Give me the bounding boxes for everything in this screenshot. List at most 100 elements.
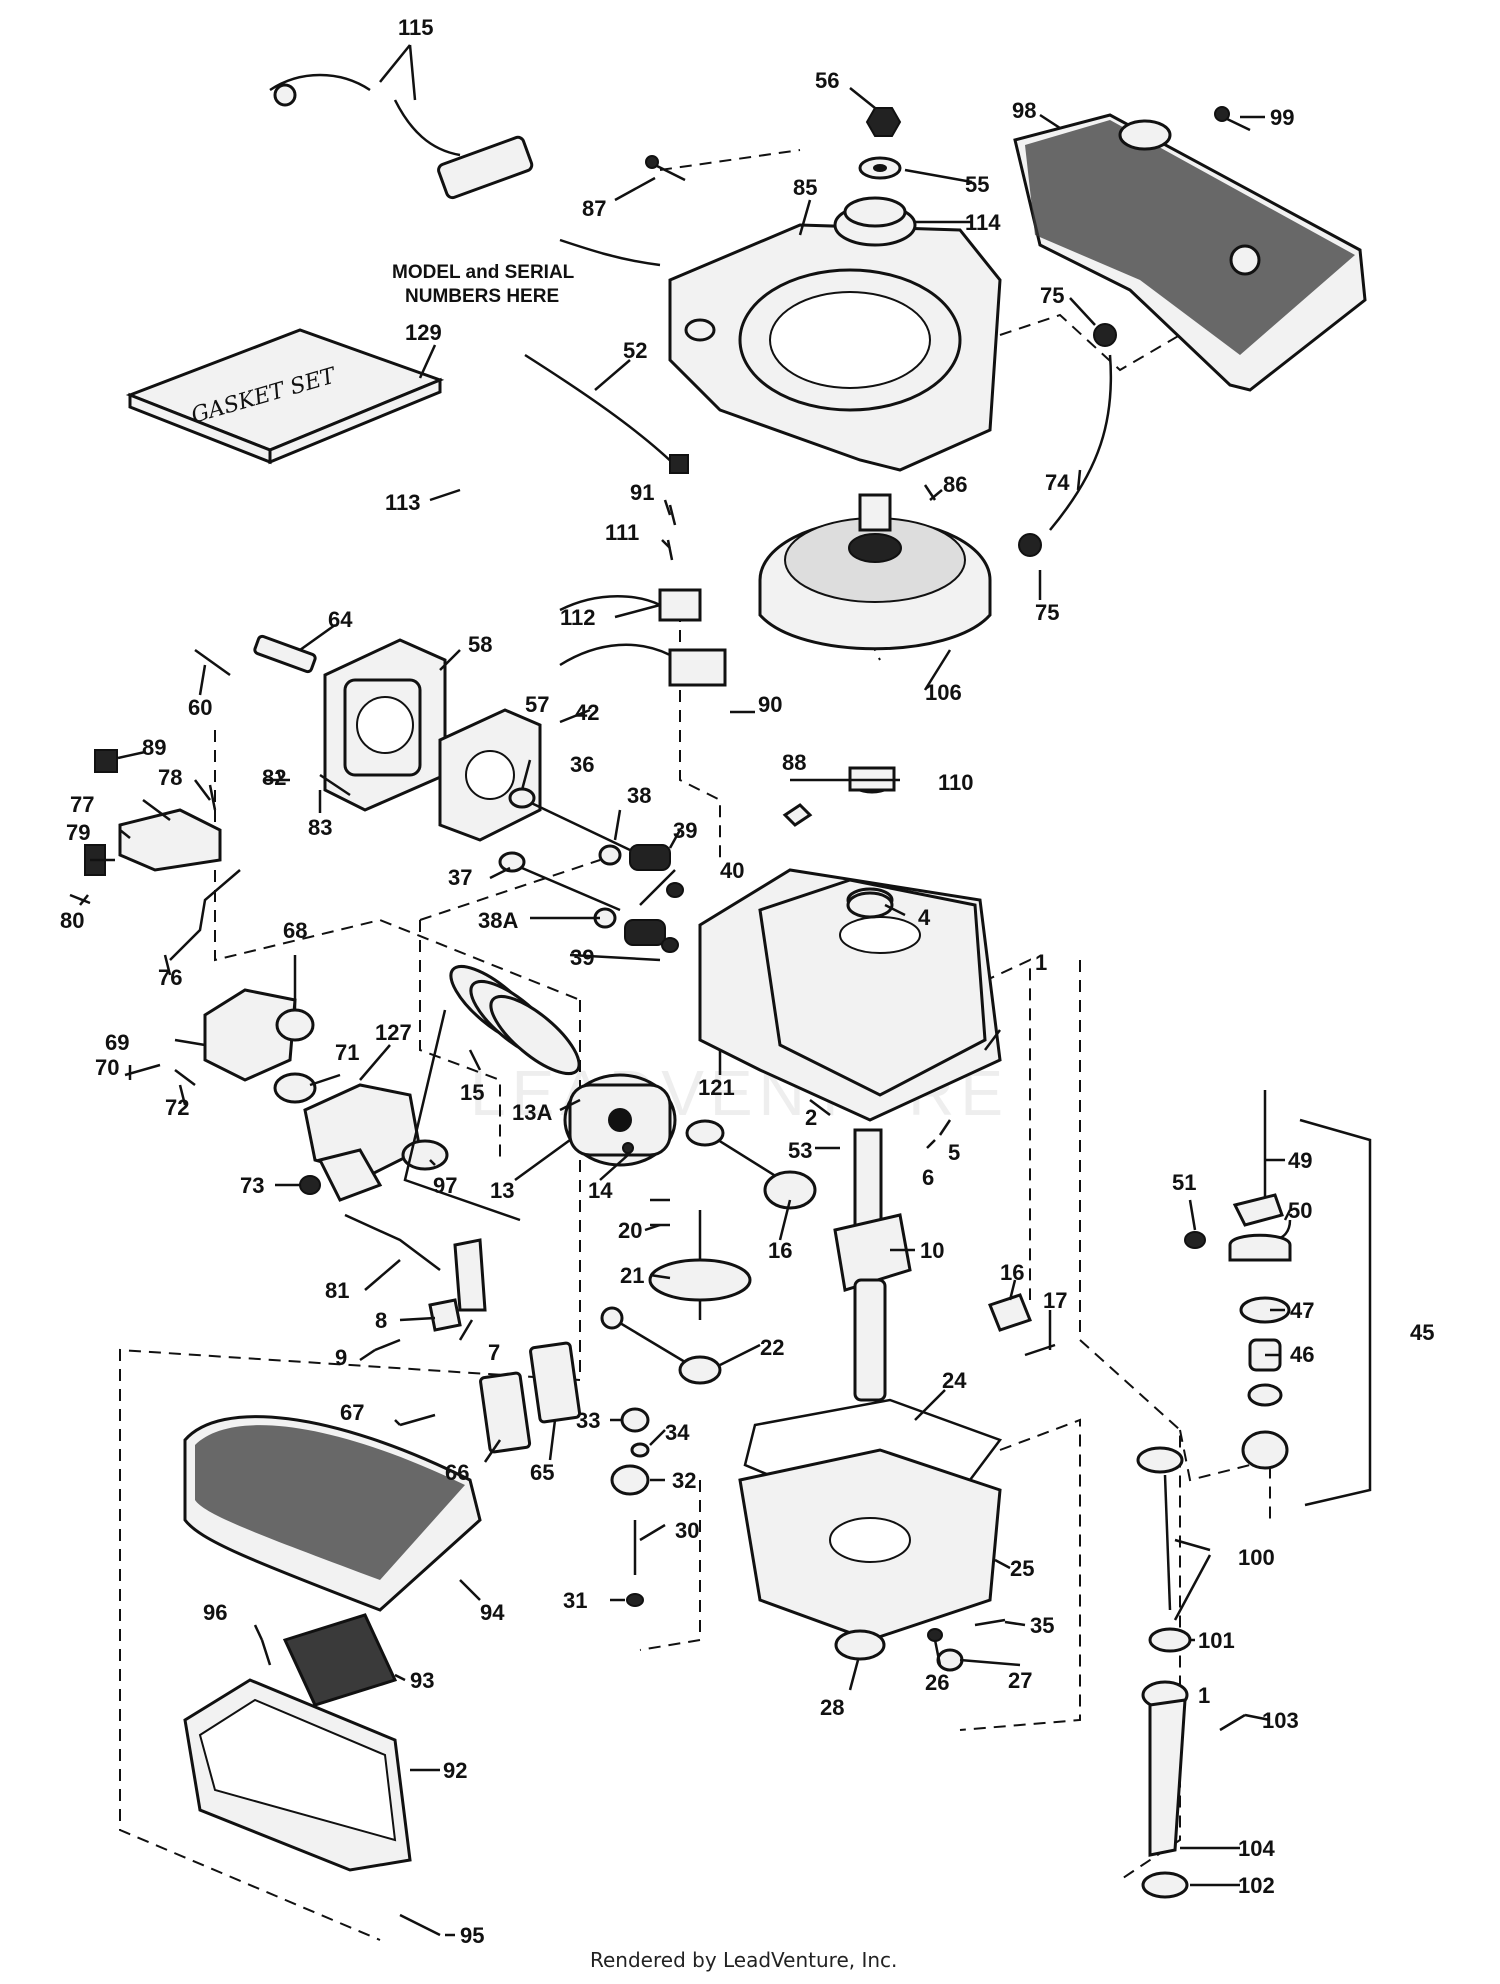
callout-5: 5 (948, 1140, 960, 1165)
callout-78: 78 (158, 765, 182, 790)
callout-33: 33 (576, 1408, 600, 1433)
air-filter-base-92 (183, 1678, 412, 1872)
screw-111 (666, 539, 674, 561)
screw-103 (1219, 1713, 1246, 1732)
callout-77: 77 (70, 792, 94, 817)
seal-101 (1148, 1627, 1192, 1653)
screw-67 (399, 1413, 436, 1427)
model-serial-note-line1: MODEL and SERIAL (392, 262, 575, 283)
callout-labels: 115 56 98 99 87 85 55 114 129 75 52 74 1… (60, 15, 1434, 1948)
callout-127: 127 (375, 1020, 412, 1045)
callout-57: 57 (525, 692, 549, 717)
callout-24: 24 (942, 1368, 967, 1393)
callout-69: 69 (105, 1030, 129, 1055)
callout-88: 88 (782, 750, 806, 775)
callout-102: 102 (1238, 1873, 1275, 1898)
callout-80: 80 (60, 908, 84, 933)
bracket-7 (453, 1238, 487, 1312)
callout-98: 98 (1012, 98, 1036, 123)
cylinder-block-1 (698, 868, 1002, 1122)
callout-49: 49 (1288, 1148, 1312, 1173)
callout-4: 4 (918, 905, 931, 930)
oil-sump-25 (738, 1448, 1002, 1642)
callout-60: 60 (188, 695, 212, 720)
callout-53: 53 (788, 1138, 812, 1163)
screw-80 (69, 893, 91, 905)
callout-9: 9 (335, 1345, 347, 1370)
callout-55: 55 (965, 172, 989, 197)
callout-83: 83 (308, 815, 332, 840)
gasket-66 (479, 1371, 532, 1454)
callout-87: 87 (582, 196, 606, 221)
gasket-set-box-129: GASKET SET (125, 328, 445, 465)
callout-73: 73 (240, 1173, 264, 1198)
callout-27: 27 (1008, 1668, 1032, 1693)
callout-95: 95 (460, 1923, 484, 1948)
callout-1: 1 (1035, 950, 1047, 975)
callout-90: 90 (758, 692, 782, 717)
fuel-line-74 (1018, 323, 1117, 557)
gasket-71 (273, 1072, 317, 1104)
washer-26 (927, 1628, 943, 1642)
footer-credit: Rendered by LeadVenture, Inc. (590, 1948, 897, 1972)
seal-102 (1141, 1871, 1189, 1899)
callout-17: 17 (1043, 1288, 1067, 1313)
callout-35: 35 (1030, 1613, 1054, 1638)
callout-66: 66 (445, 1460, 469, 1485)
governor-32 (610, 1464, 650, 1496)
callout-103: 103 (1262, 1708, 1299, 1733)
callout-16b: 16 (1000, 1260, 1024, 1285)
callout-16a: 16 (768, 1238, 792, 1263)
callout-38: 38 (627, 783, 651, 808)
carb-linkage-77 (118, 808, 222, 872)
callout-38a: 38A (478, 908, 518, 933)
spark-plug-64 (253, 634, 317, 674)
clip-51 (1184, 1231, 1206, 1249)
spring-89 (94, 749, 118, 773)
fill-tube-104 (1141, 1680, 1189, 1857)
retainer-38 (593, 844, 622, 929)
flywheel-106 (758, 493, 992, 651)
screw-9 (374, 1338, 401, 1352)
callout-8: 8 (375, 1308, 387, 1333)
callout-56: 56 (815, 68, 839, 93)
callout-129: 129 (405, 320, 442, 345)
screw-99 (1214, 106, 1251, 132)
rod-cap-16b (988, 1293, 1032, 1332)
callout-22: 22 (760, 1335, 784, 1360)
callout-26: 26 (925, 1670, 949, 1695)
clamp-8 (428, 1298, 462, 1332)
callout-42: 42 (575, 700, 599, 725)
callout-52: 52 (623, 338, 647, 363)
callout-1b: 1 (1198, 1683, 1210, 1708)
callout-112: 112 (560, 605, 596, 630)
key-88 (782, 803, 813, 827)
head-gasket-57 (438, 708, 542, 842)
air-filter-93 (282, 1613, 398, 1707)
callout-72: 72 (165, 1095, 189, 1120)
callout-31: 31 (563, 1588, 587, 1613)
callout-114: 114 (965, 210, 1001, 235)
callout-99: 99 (1270, 105, 1294, 130)
seal-28 (834, 1629, 886, 1661)
bolt-60 (194, 648, 231, 677)
callout-2: 2 (805, 1105, 817, 1130)
callout-15: 15 (460, 1080, 484, 1105)
stop-wire-52 (524, 353, 689, 474)
callout-65: 65 (530, 1460, 554, 1485)
keeper-40 (661, 882, 684, 953)
washer-34 (630, 1442, 650, 1458)
callout-46: 46 (1290, 1342, 1314, 1367)
engine-cover-98 (1013, 113, 1367, 392)
gasket-65 (529, 1341, 582, 1424)
cylinder-head-58 (323, 638, 447, 812)
callout-21: 21 (620, 1263, 644, 1288)
intake-valve-36 (508, 787, 631, 852)
bolt-35 (974, 1618, 1006, 1627)
callout-85: 85 (793, 175, 817, 200)
callout-34: 34 (665, 1420, 690, 1445)
callout-68: 68 (283, 918, 307, 943)
callout-106: 106 (925, 680, 962, 705)
drain-73 (299, 1175, 321, 1195)
